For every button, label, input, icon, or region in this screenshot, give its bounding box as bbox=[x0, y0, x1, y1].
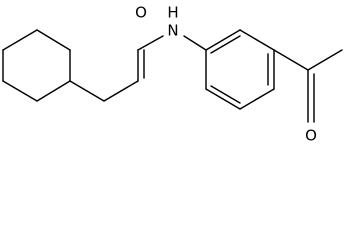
amide-oxygen-label: O bbox=[135, 4, 147, 22]
methyl-bond bbox=[307, 49, 343, 71]
chemical-structure-canvas: O N H O bbox=[2, 3, 343, 145]
ring-bond bbox=[205, 88, 241, 110]
aryl-carbonyl-bond bbox=[273, 49, 309, 71]
chain-bond bbox=[103, 80, 139, 102]
chain-bond bbox=[69, 80, 105, 102]
propanamide-chain bbox=[69, 35, 207, 102]
aromatic-inner-bond bbox=[210, 35, 241, 54]
ring-bond bbox=[239, 88, 275, 110]
amide-c-n-bond bbox=[137, 35, 164, 51]
amide-nitrogen-label: N bbox=[167, 22, 178, 40]
ring-bond bbox=[36, 29, 71, 51]
benzene-ring bbox=[205, 29, 275, 110]
ring-bond bbox=[36, 80, 71, 102]
amide-hydrogen-label: H bbox=[167, 4, 178, 22]
molecule-drawing: O N H O bbox=[2, 4, 343, 145]
ketone-oxygen-label: O bbox=[305, 127, 317, 145]
cyclohexane-ring bbox=[2, 29, 71, 102]
ring-bond bbox=[239, 29, 275, 51]
ring-bond bbox=[2, 80, 38, 102]
aromatic-inner-bond bbox=[210, 85, 241, 104]
acetyl-group bbox=[273, 49, 343, 123]
ring-bond bbox=[2, 29, 38, 51]
ring-bond bbox=[205, 29, 241, 51]
n-aryl-bond bbox=[183, 35, 207, 51]
